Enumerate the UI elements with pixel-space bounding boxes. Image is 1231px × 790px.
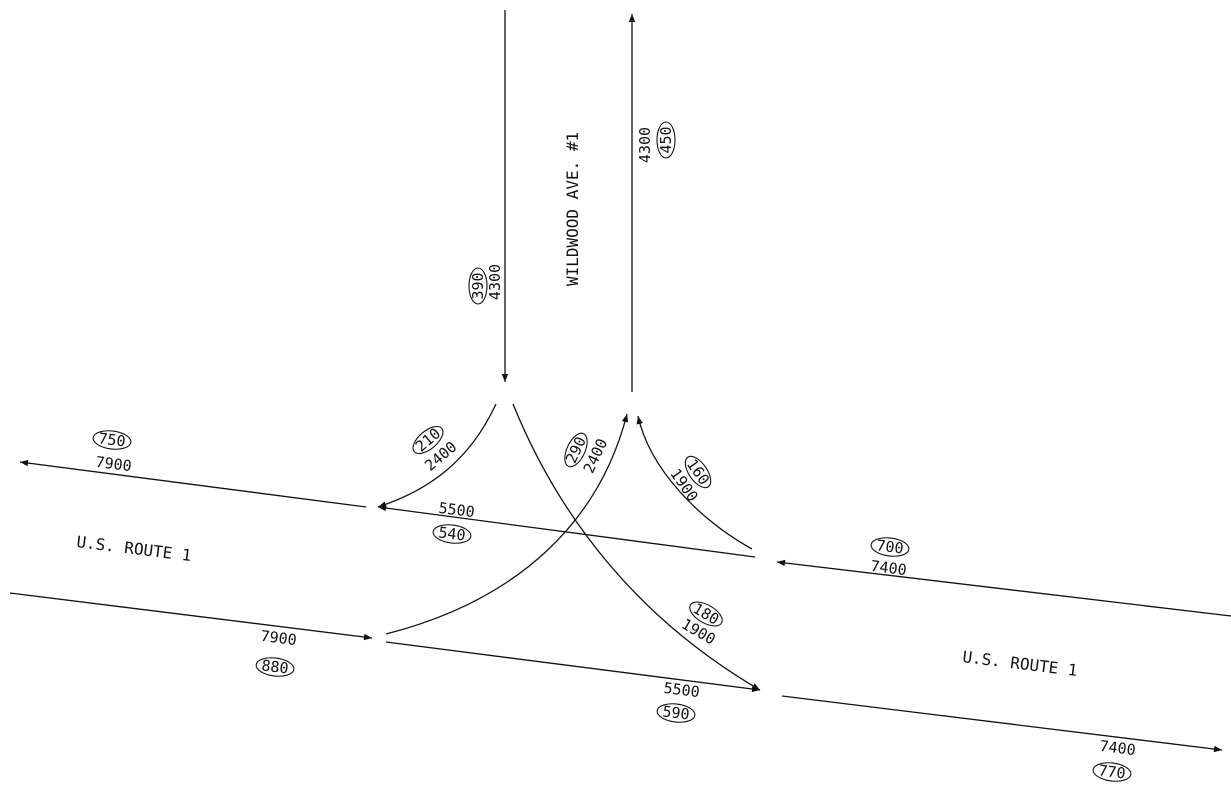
flow-label-mid-wb: 540 [432,523,472,545]
flow-label-east-wb: 700 [870,536,910,558]
peak-oval [1092,762,1132,782]
route1-mid-eastbound-arrow [385,641,761,693]
route1-west-westbound-arrow [19,459,367,508]
adt-volume-wildwood-nb: 4300 [636,127,654,163]
adt-volume-east-wb: 7400 [870,557,908,579]
peak-oval [432,524,472,544]
peak-hour-volume: 750 [97,429,126,450]
sb-left-turn-arrow [512,403,761,691]
sb-right-turn-arrow [377,403,497,508]
peak-hour-volume: 880 [260,656,289,677]
route1-west-eastbound-arrow [9,592,373,641]
peak-oval [255,657,295,677]
peak-hour-volume: 450 [657,126,675,153]
peak-hour-volume: 390 [469,272,487,299]
peak-hour-volume: 590 [661,702,690,723]
peak-oval [656,703,696,723]
flow-label-east-eb: 770 [1092,761,1132,783]
adt-volume-mid-eb: 5500 [663,679,701,701]
flow-label-mid-eb: 590 [656,702,696,724]
peak-hour-volume: 540 [437,523,466,544]
route1-east-eastbound-arrow [781,695,1223,753]
adt-volume-west-eb: 7900 [260,627,298,649]
peak-hour-volume: 700 [875,536,904,557]
route1-east-westbound-arrow [776,559,1231,617]
peak-oval [870,537,910,557]
route1-east-label: U.S. ROUTE 1 [962,647,1079,680]
peak-oval [92,430,132,450]
peak-oval [412,425,444,455]
adt-volume-west-wb: 7900 [95,453,133,475]
peak-oval [468,267,488,305]
wildwood-ave-label: WILDWOOD AVE. #1 [563,132,582,286]
flow-label-west-eb: 880 [255,656,295,678]
flow-label-west-wb: 750 [92,429,132,451]
flow-label-wildwood-sb: 390 [468,267,488,305]
eb-left-turn-arrow [385,413,629,635]
adt-volume-wildwood-sb: 4300 [486,264,504,300]
route1-mid-westbound-arrow [377,504,756,558]
adt-volume-mid-wb: 5500 [438,499,476,521]
wb-right-turn-arrow [636,415,753,550]
peak-oval [656,121,676,159]
peak-oval [689,601,723,627]
peak-oval [684,455,712,489]
peak-oval [564,432,588,468]
adt-volume-east-eb: 7400 [1099,737,1137,759]
peak-hour-volume: 770 [1097,761,1126,782]
route1-west-label: U.S. ROUTE 1 [76,532,193,565]
flow-label-wildwood-nb: 450 [656,121,676,159]
